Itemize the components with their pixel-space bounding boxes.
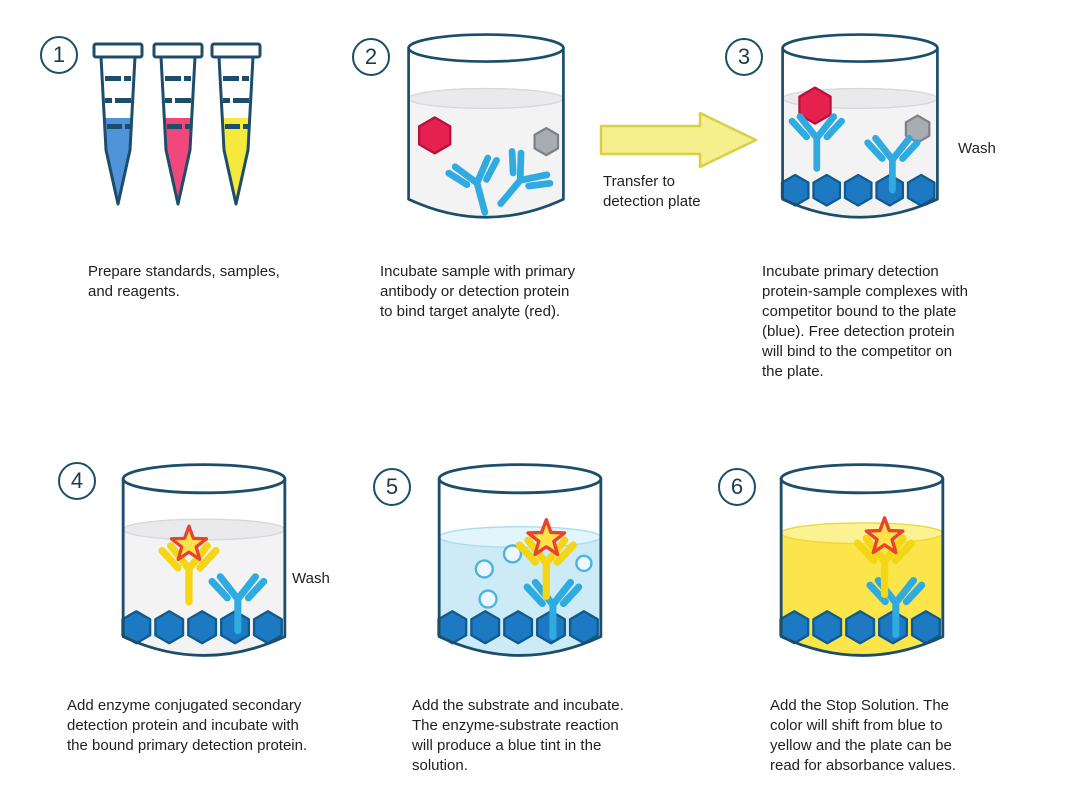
bubble-icon (502, 544, 523, 564)
beaker-rim (781, 33, 939, 63)
step-3-wash-label: Wash (958, 140, 996, 157)
tube-graduations (223, 76, 249, 129)
tube-cap (210, 42, 262, 59)
beaker-step-3 (780, 33, 939, 219)
step-1-badge: 1 (40, 36, 78, 74)
substrate-bubbles (474, 544, 593, 609)
tube-cap (92, 42, 144, 59)
beaker-step-4 (121, 463, 287, 657)
step-2-badge: 2 (352, 38, 390, 76)
beaker-step-5 (437, 463, 603, 657)
beaker-step-2 (407, 33, 565, 240)
step-2-caption: Incubate sample with primary antibody or… (380, 263, 576, 320)
beaker-wall (437, 477, 603, 657)
step-6-number: 6 (730, 474, 744, 499)
tube-yellow-liquid (222, 118, 250, 204)
liquid-surface (407, 87, 565, 110)
tube-cap (152, 42, 204, 59)
step-2-number: 2 (364, 44, 378, 69)
step-3-number: 3 (737, 44, 751, 69)
tube-blue (92, 42, 144, 206)
tube-graduations (165, 76, 191, 129)
plate-competitor-hexagons (779, 610, 941, 645)
beaker-wall (121, 477, 287, 657)
tube-pink-liquid (164, 118, 192, 204)
step-6-caption: Add the Stop Solution. The color will sh… (770, 697, 956, 774)
tube-yellow (210, 42, 262, 206)
beaker-step-6 (779, 463, 945, 657)
plate-competitor-hexagons (121, 610, 283, 645)
step-4-badge: 4 (58, 462, 96, 500)
step-3-badge: 3 (725, 38, 763, 76)
beaker-rim (407, 33, 565, 63)
step-6-badge: 6 (718, 468, 756, 506)
step-5-badge: 5 (373, 468, 411, 506)
transfer-arrow-label: Transfer to detection plate (603, 173, 701, 210)
tube-blue-liquid (104, 118, 132, 204)
beaker-rim (437, 463, 603, 495)
tube-pink (152, 42, 204, 206)
sample-tubes-illustration (92, 42, 262, 206)
beaker-wall (779, 477, 945, 657)
step-4-caption: Add enzyme conjugated secondary detectio… (67, 697, 308, 754)
plate-competitor-hexagons (437, 610, 599, 645)
beaker-rim (121, 463, 287, 495)
step-5-caption: Add the substrate and incubate. The enzy… (412, 697, 624, 774)
step-4-number: 4 (70, 468, 84, 493)
competitor-gray-hexagon-icon (533, 127, 560, 157)
beaker-wall (407, 46, 565, 219)
bubble-icon (478, 589, 498, 609)
liquid-surface (780, 522, 944, 545)
beaker-rim (779, 463, 945, 495)
tube-body (99, 55, 137, 206)
beaker-wall (781, 46, 939, 219)
analyte-red-hexagon-icon (418, 116, 452, 155)
transfer-arrow-icon (599, 111, 758, 169)
liquid-surface (122, 518, 286, 541)
tube-body (159, 55, 197, 206)
tube-graduations (105, 76, 131, 129)
plate-competitor-hexagons (780, 173, 936, 207)
step-4-wash-label: Wash (292, 570, 330, 587)
step-5-number: 5 (385, 474, 399, 499)
tube-body (217, 55, 255, 206)
bubble-icon (474, 559, 494, 579)
bubble-icon (575, 554, 593, 573)
step-1-number: 1 (52, 42, 66, 67)
step-3-caption: Incubate primary detection protein-sampl… (762, 263, 968, 380)
step-1-caption: Prepare standards, samples, and reagents… (88, 263, 280, 300)
